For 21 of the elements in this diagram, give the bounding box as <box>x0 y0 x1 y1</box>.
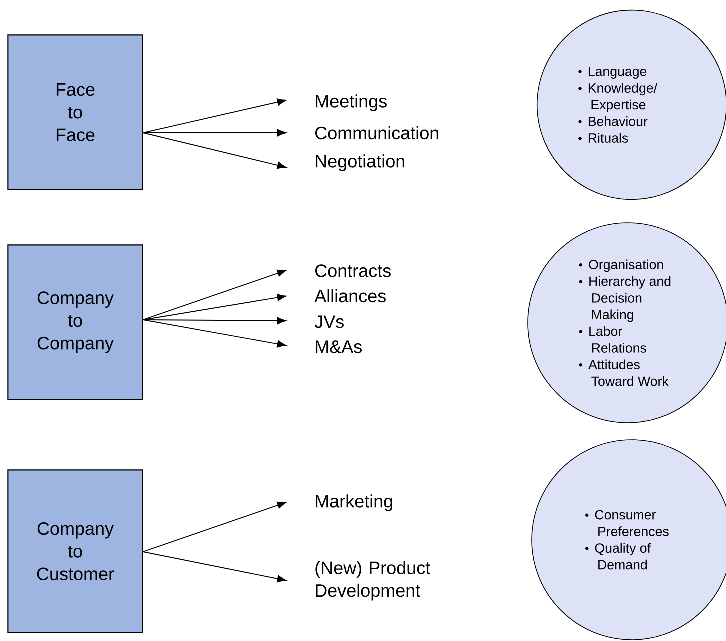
arrow <box>142 294 287 320</box>
list-item: Alliances <box>314 289 386 303</box>
arrow <box>142 129 287 137</box>
process-box: Face to Face <box>8 34 144 190</box>
arrow <box>142 98 287 134</box>
arrow <box>142 270 287 320</box>
arrow <box>142 502 287 552</box>
arrow <box>142 132 287 170</box>
arrow <box>142 552 287 583</box>
list-item: JVs <box>314 316 344 328</box>
list-item: Marketing <box>316 494 392 512</box>
list-item: Negotiation <box>316 154 404 172</box>
list-item: (New) Product Development <box>316 561 430 601</box>
list-item: Contracts <box>316 264 391 278</box>
list-item: Communication <box>316 126 438 140</box>
process-box: Company to Company <box>8 244 144 400</box>
arrow <box>142 320 287 348</box>
process-box: Company to Customer <box>8 470 144 634</box>
list-item: Meetings <box>316 94 387 112</box>
arrow <box>142 317 287 325</box>
list-item: M&As <box>316 340 362 354</box>
